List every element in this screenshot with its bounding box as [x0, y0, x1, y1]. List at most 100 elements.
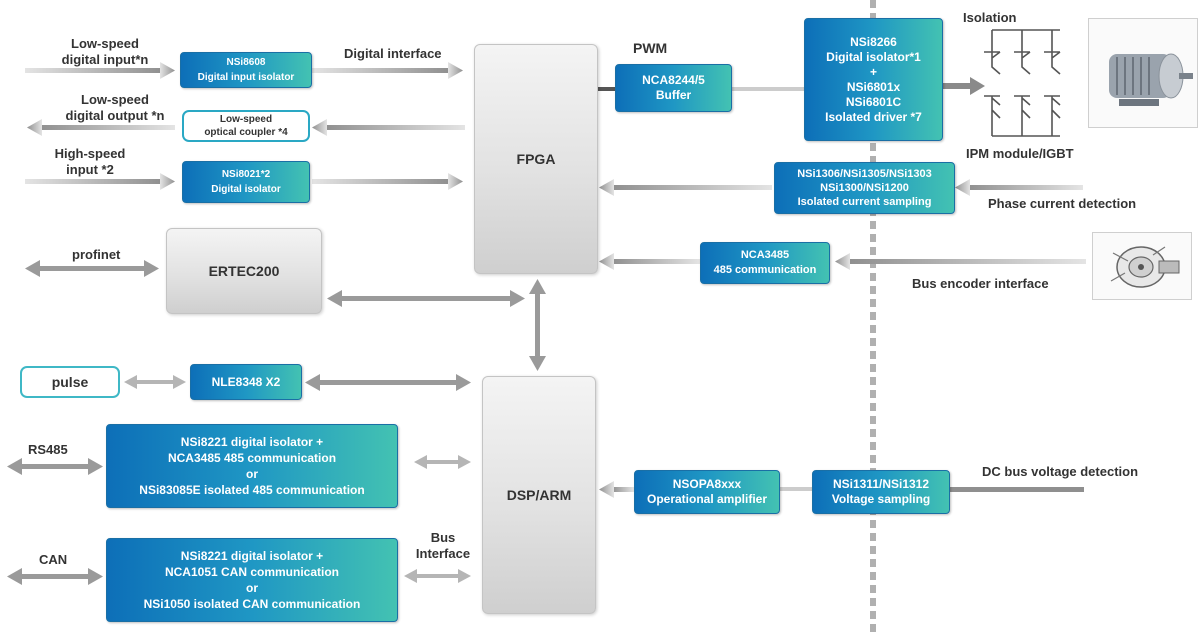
- nle8348-box: NLE8348 X2: [190, 364, 302, 400]
- arrow-phase-current: [955, 179, 1083, 196]
- arrow-rs485-dsp: [414, 455, 471, 469]
- optocoupler-box: Low-speed optical coupler *4: [182, 110, 310, 142]
- nca3485-encoder-box: NCA3485 485 communication: [700, 242, 830, 284]
- encoder-icon: [1110, 246, 1180, 288]
- box-line: NCA3485 485 communication: [167, 451, 337, 465]
- arrow-digital-interface: [312, 62, 463, 79]
- label-line: digital output *n: [65, 108, 165, 123]
- box-line: NSi1311/NSi1312: [832, 477, 930, 491]
- box-line: Low-speed: [219, 114, 273, 125]
- box-line: Operational amplifier: [646, 492, 768, 506]
- box-line: Digital isolator: [211, 184, 281, 195]
- box-line: NSi6801x: [846, 79, 901, 94]
- pulse-box: pulse: [20, 366, 120, 398]
- arrow-485-fpga: [599, 253, 700, 270]
- box-line: pulse: [51, 373, 89, 390]
- box-line: NCA8244/5: [642, 73, 705, 87]
- box-line: NSi1050 isolated CAN communication: [143, 597, 361, 611]
- box-line: or: [246, 467, 258, 481]
- arrow-nle-dsp: [305, 374, 471, 391]
- box-line: NLE8348 X2: [211, 374, 281, 389]
- box-line: Isolated driver *7: [825, 109, 922, 124]
- current-sampling-box: NSi1306/NSi1305/NSi1303 NSi1300/NSi1200 …: [774, 162, 955, 214]
- arrow-encoder-485: [835, 253, 1086, 270]
- voltage-sampling-box: NSi1311/NSi1312 Voltage sampling: [812, 470, 950, 514]
- ertec200-box: ERTEC200: [166, 228, 322, 314]
- box-line: DSP/ARM: [506, 486, 572, 503]
- box-line: FPGA: [516, 150, 556, 167]
- arrow-rs485-external: [7, 458, 103, 475]
- line-dc-bus: [950, 487, 1084, 492]
- label-bus-encoder: Bus encoder interface: [912, 276, 1049, 291]
- label-line: Interface: [415, 546, 471, 561]
- box-line: ERTEC200: [208, 262, 280, 279]
- label-ipm-module: IPM module/IGBT: [966, 146, 1074, 161]
- motor-image: [1088, 18, 1198, 128]
- box-line: NSi6801C: [845, 94, 902, 109]
- label-profinet: profinet: [72, 247, 121, 262]
- label-digital-interface: Digital interface: [344, 46, 442, 61]
- can-interface-box: NSi8221 digital isolator + NCA1051 CAN c…: [106, 538, 398, 622]
- label-low-speed-input: Low-speed digital input*n: [45, 36, 165, 68]
- nsi8608-box: NSi8608 Digital input isolator: [180, 52, 312, 88]
- label-high-speed-input: High-speed input *2: [40, 146, 140, 178]
- box-line: 485 communication: [713, 264, 817, 276]
- box-line: or: [246, 581, 258, 595]
- arrow-current-fpga: [599, 179, 772, 196]
- arrow-fpga-to-optocoupler: [312, 119, 465, 136]
- nca8244-buffer-box: NCA8244/5 Buffer: [615, 64, 732, 112]
- box-line: NSi8608: [226, 57, 266, 68]
- label-line: digital input*n: [61, 52, 149, 67]
- encoder-image: [1092, 232, 1192, 300]
- dsp-arm-box: DSP/ARM: [482, 376, 596, 614]
- label-line: High-speed: [54, 146, 126, 161]
- box-line: NCA3485: [740, 249, 790, 261]
- igbt-icon: [984, 29, 1061, 137]
- box-line: Digital isolator*1: [826, 49, 921, 64]
- box-line: NSi8021*2: [221, 169, 271, 180]
- label-phase-current: Phase current detection: [988, 196, 1137, 211]
- nsopa8xxx-box: NSOPA8xxx Operational amplifier: [634, 470, 780, 514]
- arrow-low-speed-output: [27, 119, 175, 136]
- nsi8021-box: NSi8021*2 Digital isolator: [182, 161, 310, 203]
- arrow-pulse-nle: [124, 375, 186, 389]
- box-line: NSi1300/NSi1200: [820, 182, 909, 194]
- arrow-low-speed-input: [25, 62, 175, 79]
- rs485-interface-box: NSi8221 digital isolator + NCA3485 485 c…: [106, 424, 398, 508]
- box-line: Buffer: [655, 88, 692, 102]
- arrow-ertec-fpga: [327, 290, 525, 307]
- arrow-driver-igbt: [943, 77, 985, 95]
- box-line: NSOPA8xxx: [672, 477, 742, 491]
- box-line: Digital input isolator: [197, 72, 295, 83]
- line-buffer-driver: [732, 87, 804, 91]
- label-can: CAN: [39, 552, 68, 567]
- label-bus-interface: Bus Interface: [408, 530, 478, 562]
- nsi8266-driver-box: NSi8266 Digital isolator*1 + NSi6801x NS…: [804, 18, 943, 141]
- label-rs485: RS485: [28, 442, 68, 457]
- label-isolation: Isolation: [963, 10, 1017, 25]
- label-line: Low-speed: [81, 92, 149, 107]
- label-line: Low-speed: [71, 36, 139, 51]
- fpga-box: FPGA: [474, 44, 598, 274]
- arrow-opamp-dsp: [599, 481, 634, 498]
- box-line: NSi83085E isolated 485 communication: [139, 483, 365, 497]
- arrow-isolator-to-fpga: [312, 173, 463, 190]
- arrow-fpga-dsp: [529, 279, 546, 371]
- box-line: NSi8221 digital isolator +: [180, 435, 324, 449]
- arrow-can-dsp: [404, 569, 471, 583]
- line-fpga-buffer: [598, 87, 615, 91]
- label-line: input *2: [66, 162, 114, 177]
- label-pwm: PWM: [633, 40, 668, 56]
- label-low-speed-output: Low-speed digital output *n: [55, 92, 175, 124]
- box-line: NSi1306/NSi1305/NSi1303: [797, 168, 932, 180]
- arrow-profinet: [25, 260, 159, 277]
- arrow-can-external: [7, 568, 103, 585]
- arrow-high-speed-input: [25, 173, 175, 190]
- box-line: +: [869, 64, 877, 79]
- line-voltage-opamp: [780, 487, 812, 491]
- label-line: Bus: [430, 530, 456, 545]
- label-dc-bus: DC bus voltage detection: [982, 464, 1139, 479]
- box-line: NSi8266: [850, 34, 897, 49]
- box-line: Isolated current sampling: [797, 196, 932, 208]
